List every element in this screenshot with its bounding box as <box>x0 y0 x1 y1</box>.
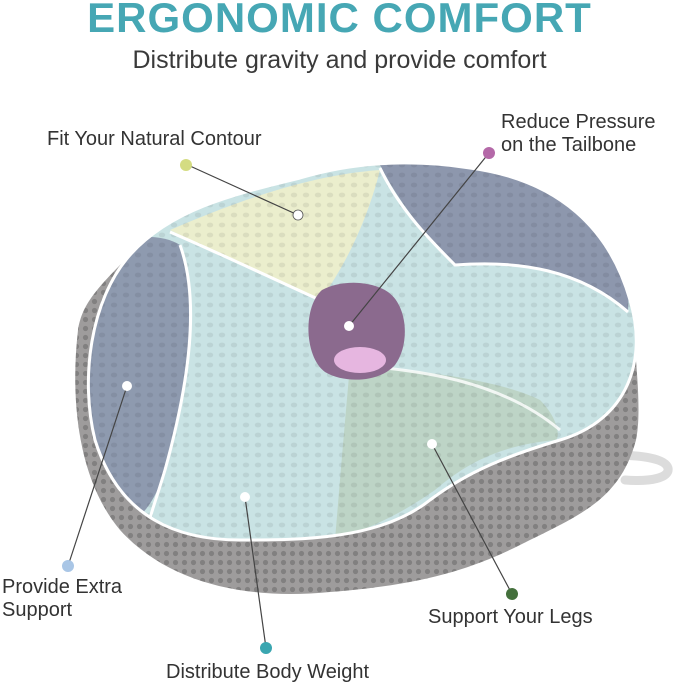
legs-dot <box>506 588 518 600</box>
contour-dot <box>180 159 192 171</box>
contour-label: Fit Your Natural Contour <box>47 128 262 150</box>
page-subtitle: Distribute gravity and provide comfort <box>132 46 547 74</box>
weight-dot <box>260 642 272 654</box>
legs-label: Support Your Legs <box>428 606 593 628</box>
support-label-line1: Provide Extra <box>2 576 123 598</box>
pressure-dot <box>483 147 495 159</box>
pressure-label-line2: on the Tailbone <box>501 134 637 156</box>
support-label-line2: Support <box>2 599 73 621</box>
page-title: ERGONOMIC COMFORT <box>87 0 592 41</box>
support-dot <box>62 560 74 572</box>
strap-loop <box>605 450 673 485</box>
weight-label: Distribute Body Weight <box>166 661 370 683</box>
pressure-label-line1: Reduce Pressure <box>501 111 656 133</box>
